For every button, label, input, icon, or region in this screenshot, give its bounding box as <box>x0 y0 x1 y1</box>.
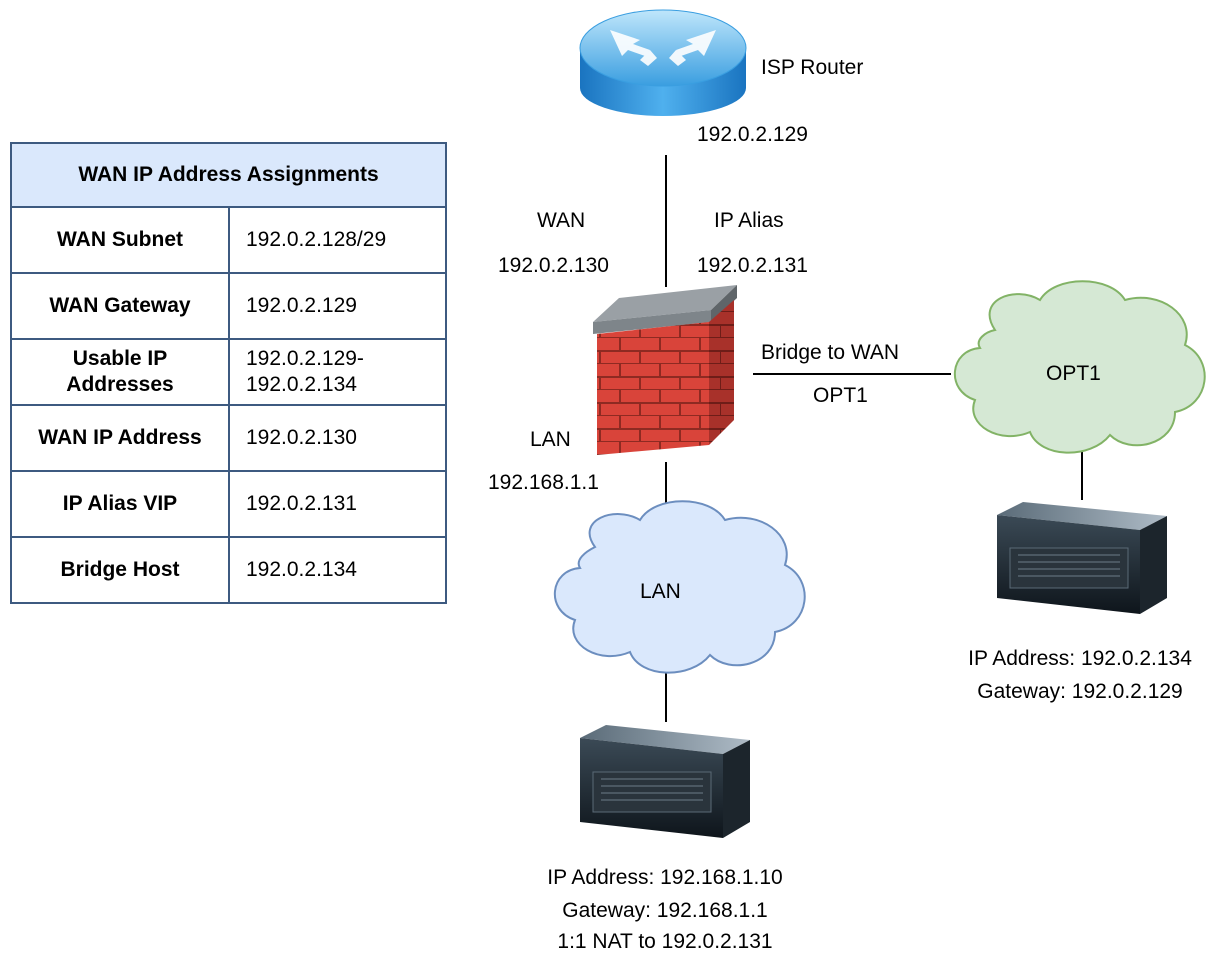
router-icon <box>579 9 747 116</box>
table-row: Usable IP Addresses 192.0.2.129-192.0.2.… <box>10 338 447 406</box>
table-key: WAN Subnet <box>10 206 230 274</box>
wan-ip-assignments-table: WAN IP Address Assignments WAN Subnet 19… <box>10 142 447 604</box>
lan-interface-ip-label: 192.168.1.1 <box>488 471 599 494</box>
table-value: 192.0.2.134 <box>228 536 447 604</box>
table-value: 192.0.2.131 <box>228 470 447 538</box>
table-value: 192.0.2.130 <box>228 404 447 472</box>
table-value: 192.0.2.129-192.0.2.134 <box>228 338 447 406</box>
lan-host-gateway: Gateway: 192.168.1.1 <box>562 899 768 922</box>
firewall-icon <box>593 285 737 455</box>
lan-cloud-label: LAN <box>640 580 681 603</box>
table-row: WAN Subnet 192.0.2.128/29 <box>10 206 447 274</box>
table-key: Usable IP Addresses <box>10 338 230 406</box>
table-row: Bridge Host 192.0.2.134 <box>10 536 447 604</box>
table-key: WAN IP Address <box>10 404 230 472</box>
lan-interface-label: LAN <box>530 428 571 451</box>
table-row: WAN IP Address 192.0.2.130 <box>10 404 447 472</box>
table-value: 192.0.2.128/29 <box>228 206 447 274</box>
lan-server-icon <box>580 725 750 838</box>
table-row: IP Alias VIP 192.0.2.131 <box>10 470 447 538</box>
wan-ip-label: 192.0.2.130 <box>498 254 609 277</box>
table-title: WAN IP Address Assignments <box>10 142 447 208</box>
table-key: Bridge Host <box>10 536 230 604</box>
table-row: WAN Gateway 192.0.2.129 <box>10 272 447 340</box>
router-name-label: ISP Router <box>761 56 864 79</box>
bridge-label: Bridge to WAN <box>761 341 900 364</box>
table-key: WAN Gateway <box>10 272 230 340</box>
table-key: IP Alias VIP <box>10 470 230 538</box>
lan-host-ip: IP Address: 192.168.1.10 <box>547 866 783 889</box>
opt1-cloud-label: OPT1 <box>1046 362 1101 385</box>
lan-cloud <box>553 500 806 674</box>
opt1-cloud <box>953 280 1206 454</box>
router-ip-label: 192.0.2.129 <box>697 123 808 146</box>
wan-label: WAN <box>537 209 586 232</box>
table-value: 192.0.2.129 <box>228 272 447 340</box>
ip-alias-ip-label: 192.0.2.131 <box>697 254 808 277</box>
opt1-server-icon <box>997 502 1167 614</box>
ip-alias-label: IP Alias <box>714 209 784 232</box>
bridge-interface-label: OPT1 <box>813 384 868 407</box>
opt1-host-gateway: Gateway: 192.0.2.129 <box>977 680 1183 703</box>
opt1-host-ip: IP Address: 192.0.2.134 <box>968 647 1192 670</box>
lan-host-nat: 1:1 NAT to 192.0.2.131 <box>557 930 773 953</box>
